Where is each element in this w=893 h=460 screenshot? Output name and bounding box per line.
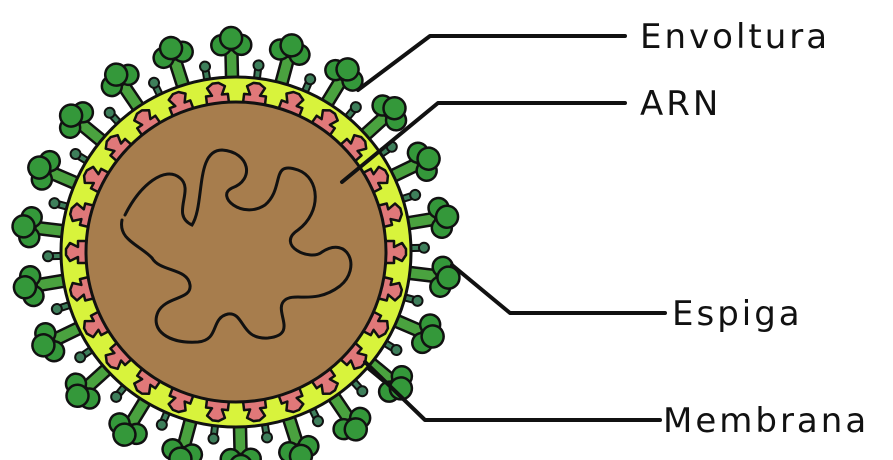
spike-head-lobe [11,214,35,238]
small-protein-head [419,243,429,253]
spike-head-lobe [220,27,242,49]
small-protein-head [208,433,219,444]
label-rna: ARN [640,84,721,124]
label-membrane: Membrana [663,401,869,441]
envelope-leader-line [358,36,625,90]
small-protein-head [261,432,273,444]
label-envelope: Envoltura [640,17,830,57]
label-spike: Espiga [672,294,803,334]
small-protein-head [43,251,53,261]
virus-core [86,102,386,402]
small-protein-head [253,60,264,71]
spike-leader-line [452,265,665,313]
small-protein-head [199,61,211,73]
